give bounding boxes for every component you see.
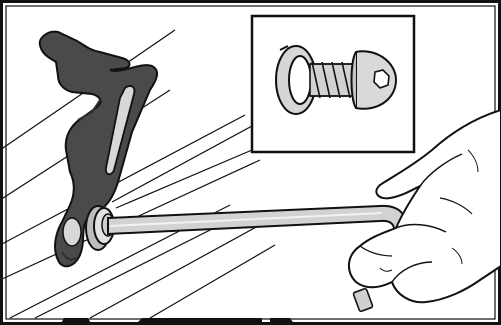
hex-key: [108, 206, 406, 246]
hex-key-short-end: [353, 288, 373, 312]
detail-callout: [252, 16, 414, 152]
